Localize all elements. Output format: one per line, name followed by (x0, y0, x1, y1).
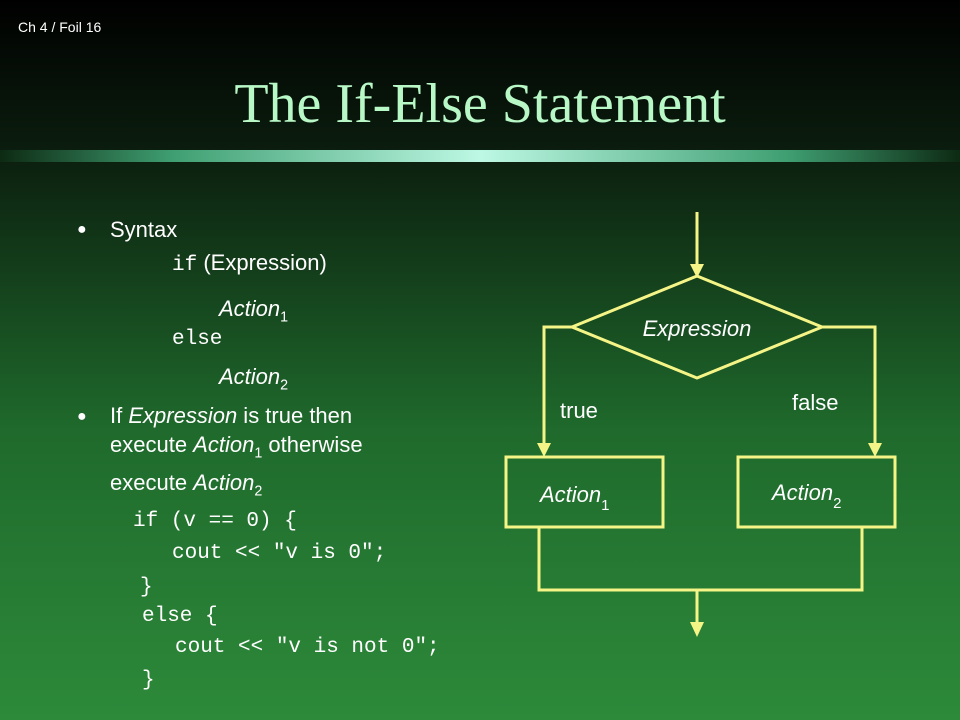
action2-box (736, 455, 897, 529)
action1-label: Action1 (538, 482, 610, 514)
false-arrowhead-icon (868, 443, 882, 457)
action1-box (504, 455, 665, 529)
true-arrowhead-icon (537, 443, 551, 457)
action2-word: Action (219, 364, 281, 389)
merge-line (537, 527, 864, 592)
entry-arrowhead-icon (690, 264, 704, 278)
action2-sub: 2 (280, 377, 289, 394)
syntax-action1: Action1 (219, 296, 288, 325)
code-line: } (142, 669, 155, 692)
title-divider (0, 150, 960, 162)
false-branch-line (822, 325, 877, 446)
slide-title: The If-Else Statement (234, 73, 726, 135)
explanation-line2: execute Action1 otherwise (110, 432, 363, 462)
explanation-line1: If Expression is true then (110, 403, 353, 428)
exit-arrowhead-icon (690, 622, 704, 637)
bullet-icon: ● (77, 408, 87, 425)
syntax-condition: (Expression) (203, 250, 327, 275)
action1-word: Action (219, 296, 281, 321)
false-label: false (792, 390, 838, 415)
code-line: cout << "v is not 0"; (175, 636, 440, 659)
explanation-line3: execute Action2 (110, 470, 263, 500)
syntax-action2: Action2 (219, 364, 288, 393)
bullet-icon: ● (77, 221, 87, 238)
foil-number: Ch 4 / Foil 16 (18, 19, 102, 35)
code-line: cout << "v is 0"; (172, 542, 387, 565)
else-keyword: else (172, 328, 223, 351)
code-line: else { (142, 605, 218, 628)
decision-diamond (568, 274, 826, 380)
decision-label: Expression (643, 316, 752, 341)
code-line: } (140, 576, 153, 599)
action2-label: Action2 (770, 480, 842, 512)
syntax-if-line: if (Expression) (172, 250, 327, 277)
true-branch-line (542, 325, 572, 446)
code-line: if (v == 0) { (133, 510, 297, 533)
action1-sub: 1 (280, 309, 289, 326)
if-keyword: if (172, 254, 198, 277)
true-label: true (560, 398, 598, 423)
syntax-heading: Syntax (110, 217, 178, 242)
